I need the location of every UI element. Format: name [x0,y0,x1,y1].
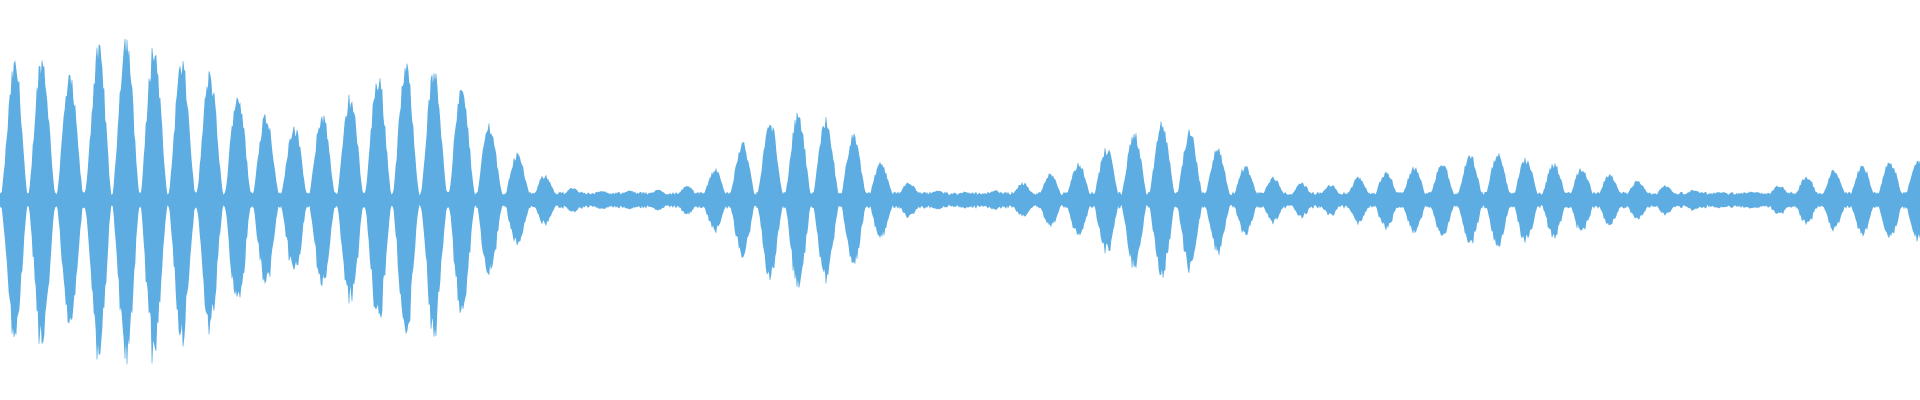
waveform-shape [0,38,1920,365]
waveform-samples [0,38,1920,365]
